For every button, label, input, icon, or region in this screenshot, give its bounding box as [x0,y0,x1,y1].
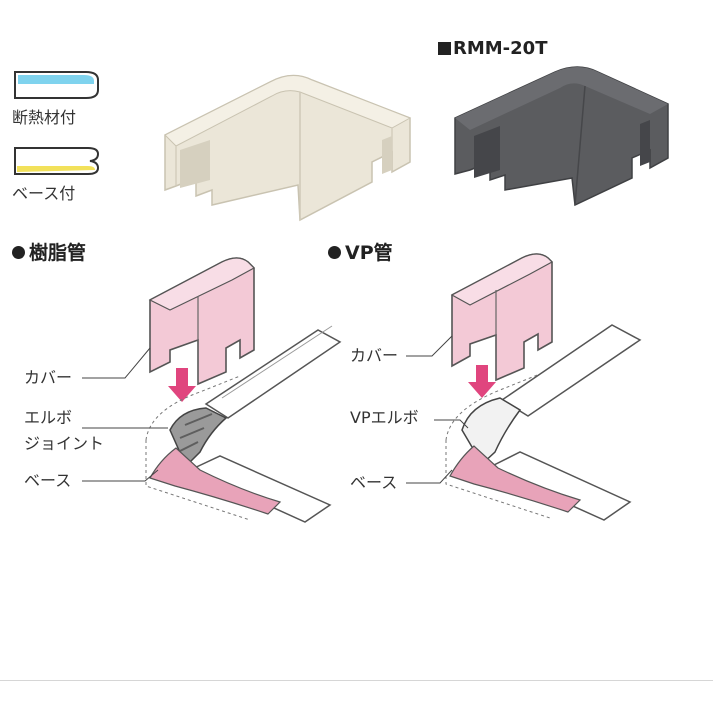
vp-pipe-illustration [406,324,642,521]
resin-elbow-label-1: エルボ [24,408,73,427]
resin-pipe-illustration [82,325,342,523]
resin-base-label: ベース [24,471,72,490]
bullet-dot-icon [328,246,341,259]
resin-cover-illustration [148,257,255,386]
section-heading-resin: 樹脂管 [12,244,86,263]
vp-elbow-label: VPエルボ [350,408,419,427]
vp-cover-illustration [450,253,553,382]
vp-cover-label: カバー [350,346,399,365]
base-label: ベース付 [12,184,76,203]
resin-cover-label: カバー [24,368,73,387]
model-title: RMM-20T [438,40,547,58]
resin-elbow-label-2: ジョイント [24,434,105,453]
bullet-dot-icon [12,246,25,259]
model-number: RMM-20T [453,38,548,59]
vp-base-label: ベース [350,473,398,492]
vp-down-arrow-icon [468,365,496,398]
base-legend-icon [14,147,100,175]
square-bullet-icon [438,42,451,55]
resin-down-arrow-icon [168,368,196,402]
bottom-divider [0,680,713,681]
section-heading-vp: VP管 [328,244,393,263]
ivory-elbow-cover [164,74,412,222]
insulation-label: 断熱材付 [12,108,77,127]
dark-elbow-cover [454,66,669,207]
insulation-legend-icon [14,71,99,99]
